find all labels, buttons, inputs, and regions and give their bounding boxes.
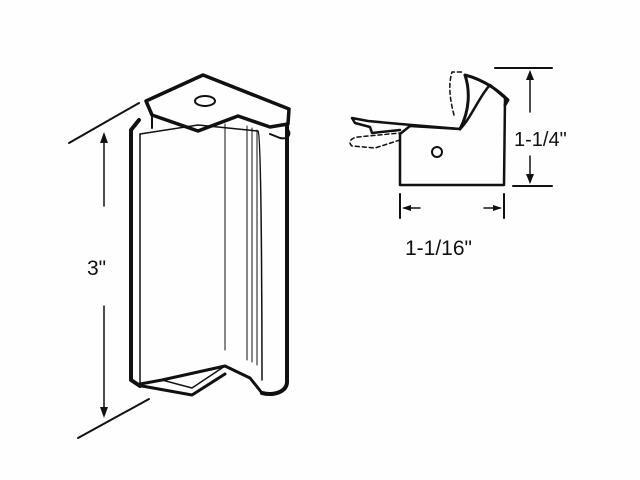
main-dimension-lines	[68, 102, 150, 439]
main-height-label: 3"	[87, 257, 107, 280]
profile-dimension-lines	[399, 67, 553, 219]
handle-body	[129, 118, 289, 396]
profile-width-label: 1-1/16"	[405, 237, 472, 260]
profile-height-label: 1-1/4"	[514, 129, 567, 151]
profile-shape	[349, 71, 510, 187]
handle-top-cap	[144, 73, 291, 140]
handle-bottom-cap	[138, 364, 264, 397]
